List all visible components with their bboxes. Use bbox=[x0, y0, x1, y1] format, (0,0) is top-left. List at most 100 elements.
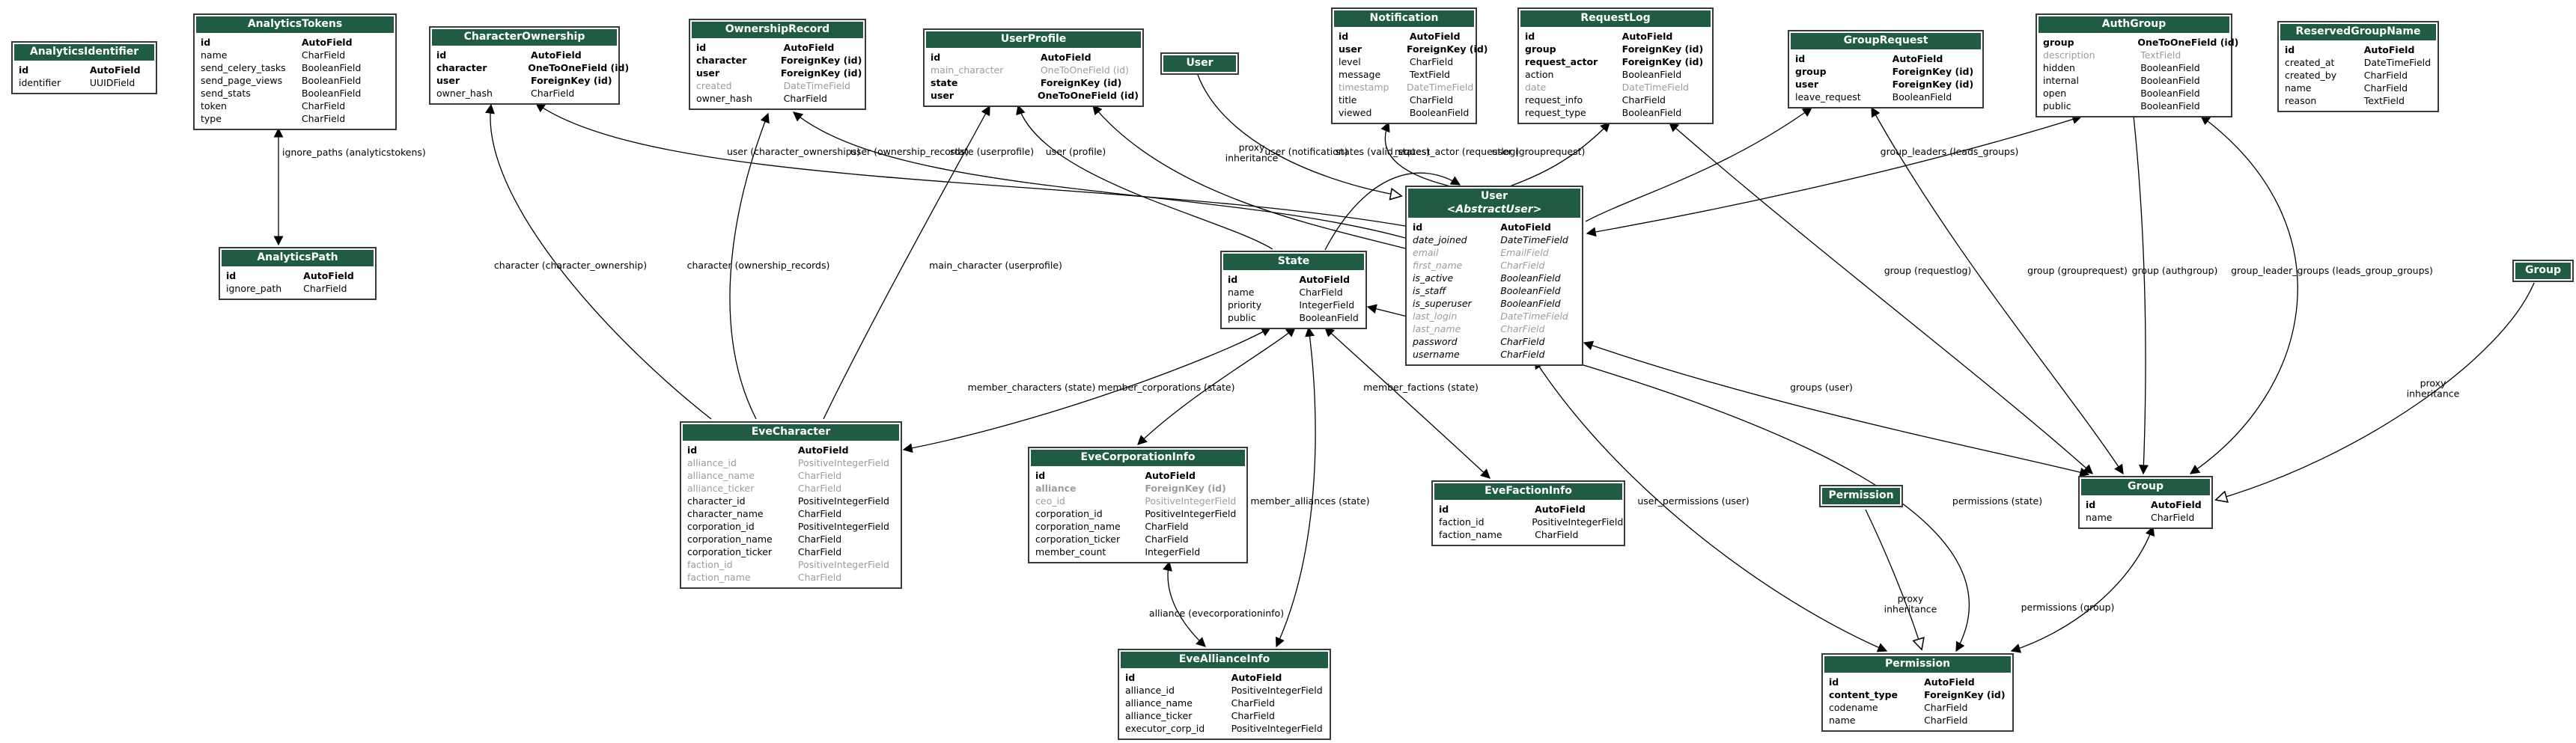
field-name: alliance_ticker bbox=[1125, 709, 1193, 721]
field-name: corporation_ticker bbox=[687, 545, 773, 557]
field-type: BooleanField bbox=[1622, 68, 1682, 80]
field-name: email bbox=[1413, 247, 1439, 258]
field-type: BooleanField bbox=[2140, 74, 2200, 86]
field-name: last_login bbox=[1413, 311, 1458, 322]
edge-state-member-alliances bbox=[1275, 326, 1316, 648]
edge-label-permissions-group: permissions (group) bbox=[2021, 601, 2115, 613]
field-type: PositiveIntegerField bbox=[1145, 495, 1237, 507]
field-type: CharField bbox=[1409, 55, 1454, 67]
entity-title: AnalyticsTokens bbox=[196, 16, 394, 33]
field-name: id bbox=[1413, 221, 1423, 233]
field-type: AutoField bbox=[89, 64, 141, 76]
field-type: AutoField bbox=[783, 41, 835, 53]
field-name: priority bbox=[1228, 299, 1262, 311]
field-name: send_celery_tasks bbox=[201, 61, 286, 73]
field-type: BooleanField bbox=[301, 61, 362, 73]
edge-authgroup-group bbox=[2133, 115, 2149, 475]
field-type: CharField bbox=[797, 533, 842, 545]
edge-label-user-grouprequest: user (grouprequest) bbox=[1491, 145, 1586, 157]
field-name: open bbox=[2043, 87, 2067, 99]
field-type: UUIDField bbox=[89, 76, 136, 88]
field-name: date bbox=[1525, 81, 1547, 93]
field-name: corporation_ticker bbox=[1035, 533, 1121, 545]
field-type: AutoField bbox=[301, 36, 353, 48]
edge-label-user-character-ownerships: user (character_ownerships) bbox=[726, 145, 861, 157]
field-name: character bbox=[436, 61, 487, 73]
field-type: AutoField bbox=[2363, 43, 2415, 55]
field-type: EmailField bbox=[1500, 247, 1549, 258]
field-type: AutoField bbox=[797, 444, 849, 456]
edge-ownershiprecord-user bbox=[792, 111, 1406, 239]
entity-subtitle: <AbstractUser> bbox=[1446, 203, 1542, 215]
field-type: AutoField bbox=[1409, 30, 1461, 42]
field-type: ForeignKey (id) bbox=[1622, 43, 1704, 55]
field-name: alliance_id bbox=[687, 456, 737, 468]
edge-label-permissions-state: permissions (state) bbox=[1952, 495, 2043, 507]
field-type: BooleanField bbox=[2140, 61, 2200, 73]
field-type: ForeignKey (id) bbox=[1040, 76, 1122, 88]
field-name: alliance_id bbox=[1125, 684, 1175, 696]
field-type: AutoField bbox=[1535, 503, 1586, 515]
field-name: first_name bbox=[1413, 260, 1463, 271]
edge-label-alliance-evecorporationinfo: alliance (evecorporationinfo) bbox=[1148, 607, 1285, 619]
field-type: AutoField bbox=[1622, 30, 1673, 42]
field-type: DateTimeField bbox=[783, 79, 850, 91]
field-type: PositiveIntegerField bbox=[797, 456, 889, 468]
edge-label-main-character-userprofile: main_character (userprofile) bbox=[929, 259, 1062, 271]
edge-label-user-permissions: user_permissions (user) bbox=[1637, 495, 1750, 507]
field-type: AutoField bbox=[2151, 498, 2202, 510]
edge-evecorporationinfo-alliance bbox=[1163, 560, 1206, 647]
field-name: date_joined bbox=[1413, 234, 1467, 245]
field-name: type bbox=[201, 112, 222, 124]
field-name: group bbox=[1795, 65, 1827, 77]
field-name: user bbox=[436, 74, 460, 86]
edge-requestlog-group bbox=[1669, 122, 2093, 474]
field-type: CharField bbox=[2151, 511, 2195, 523]
field-name: id bbox=[2086, 498, 2096, 510]
field-type: CharField bbox=[1145, 520, 1189, 532]
field-type: AutoField bbox=[303, 269, 354, 281]
edge-permission-proxy-inheritance bbox=[1865, 509, 1922, 649]
field-type: CharField bbox=[303, 282, 347, 294]
field-type: CharField bbox=[2363, 69, 2408, 81]
field-type: ForeignKey (id) bbox=[780, 54, 862, 66]
field-name: alliance_name bbox=[1125, 697, 1193, 709]
edge-label-user-profile: user (profile) bbox=[1045, 145, 1106, 157]
entity-title: User bbox=[1163, 55, 1236, 72]
edge-label-proxy-inheritance-group: proxy inheritance bbox=[2406, 377, 2460, 400]
field-name: faction_id bbox=[687, 558, 733, 570]
field-name: corporation_name bbox=[687, 533, 773, 545]
field-type: ForeignKey (id) bbox=[1407, 43, 1488, 55]
